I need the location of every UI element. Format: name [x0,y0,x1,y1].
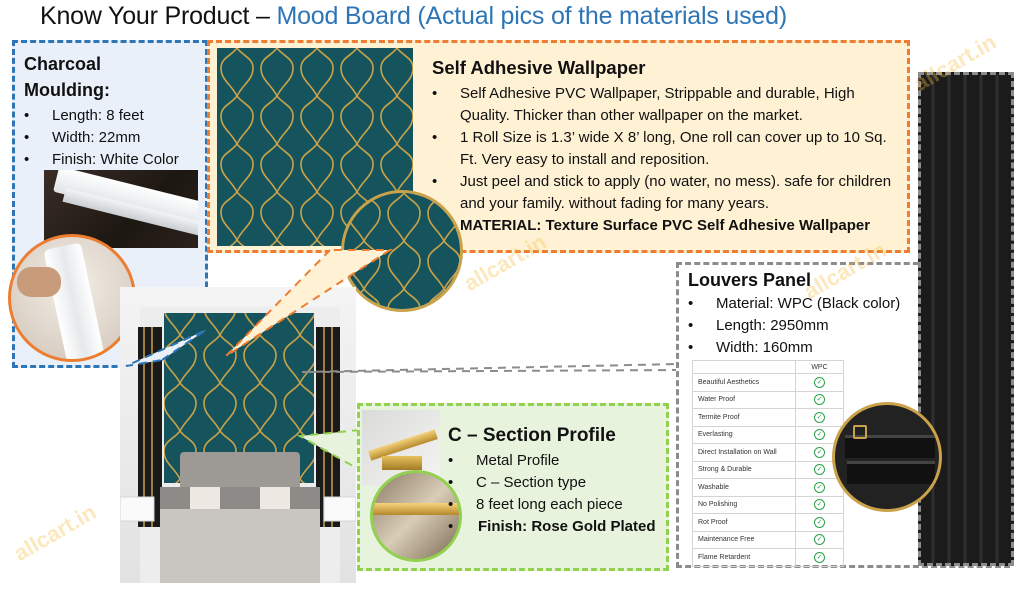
page-title: Know Your Product – Mood Board (Actual p… [40,2,787,31]
table-cell-check: ✓ [795,548,844,567]
wallpaper-material-text: MATERIAL: Texture Surface PVC Self Adhes… [460,217,871,234]
table-row: Strong & Durable ✓ [692,460,844,479]
list-item: Finish: White Color [24,149,179,171]
check-icon: ✓ [814,499,825,511]
title-main: Know Your Product – [40,2,277,30]
louvers-photo [918,72,1014,566]
moulding-closeup-circle [8,234,136,362]
check-icon: ✓ [814,376,825,388]
table-cell-feature: Strong & Durable [692,460,796,479]
table-row: Everlasting ✓ [692,425,844,444]
list-item: Material: WPC (Black color) [688,293,900,315]
list-item: Just peel and stick to apply (no water, … [432,171,902,215]
table-cell-feature: Maintenance Free [692,530,796,549]
table-cell-feature: Direct Installation on Wall [692,443,796,462]
table-row: Washable ✓ [692,478,844,497]
wallpaper-heading: Self Adhesive Wallpaper [432,57,646,78]
table-cell-feature: No Polishing [692,495,796,514]
table-cell-check: ✓ [795,530,844,549]
csection-finish-text: Finish: Rose Gold Plated [478,518,656,535]
list-item: 1 Roll Size is 1.3’ wide X 8’ long, One … [432,127,902,171]
table-row: Termite Proof ✓ [692,408,844,427]
table-cell-feature: Washable [692,478,796,497]
table-cell-feature: Beautiful Aesthetics [692,373,796,392]
louvers-heading: Louvers Panel [688,270,812,290]
table-row: Rot Proof ✓ [692,513,844,532]
table-row: No Polishing ✓ [692,495,844,514]
charcoal-heading: Charcoal Moulding: [24,51,110,103]
csection-closeup-circle [370,470,462,562]
check-icon: ✓ [814,481,825,493]
list-item: C – Section type [448,472,656,494]
charcoal-list: Length: 8 feet Width: 22mm Finish: White… [24,105,179,171]
charcoal-heading-line2: Moulding: [24,80,110,100]
louvers-list: Material: WPC (Black color) Length: 2950… [688,293,900,359]
table-cell-check: ✓ [795,373,844,392]
check-icon: ✓ [814,551,825,563]
check-icon: ✓ [814,429,825,441]
table-cell-feature: Flame Retardent [692,548,796,567]
check-icon: ✓ [814,446,825,458]
check-icon: ✓ [814,411,825,423]
check-icon: ✓ [814,394,825,406]
table-cell-check: ✓ [795,408,844,427]
table-cell-check: ✓ [795,513,844,532]
watermark: allcart.in [9,499,101,567]
table-row: Maintenance Free ✓ [692,530,844,549]
table-cell-check: ✓ [795,495,844,514]
table-cell-feature: Water Proof [692,390,796,409]
table-row: Flame Retardent ✓ [692,548,844,567]
csection-finish: Finish: Rose Gold Plated [448,516,656,538]
bedroom-render [120,287,356,583]
csection-heading: C – Section Profile [448,425,616,446]
table-row: Direct Installation on Wall ✓ [692,443,844,462]
charcoal-heading-line1: Charcoal [24,54,102,74]
wallpaper-material: MATERIAL: Texture Surface PVC Self Adhes… [432,215,902,237]
table-cell-check: ✓ [795,390,844,409]
table-cell-feature: Everlasting [692,425,796,444]
table-header-wpc: WPC [795,360,844,374]
list-item: Width: 160mm [688,337,900,359]
table-row: Water Proof ✓ [692,390,844,409]
louvers-closeup-circle [832,402,942,512]
list-item: Metal Profile [448,450,656,472]
wallpaper-list: Self Adhesive PVC Wallpaper, Strippable … [432,83,902,237]
table-cell-feature: Termite Proof [692,408,796,427]
table-row: Beautiful Aesthetics ✓ [692,373,844,392]
check-icon: ✓ [814,464,825,476]
check-icon: ✓ [814,534,825,546]
check-icon: ✓ [814,516,825,528]
csection-list: Metal Profile C – Section type 8 feet lo… [448,450,656,538]
list-item: Length: 8 feet [24,105,179,127]
list-item: Width: 22mm [24,127,179,149]
list-item: Length: 2950mm [688,315,900,337]
wpc-feature-table: WPC Beautiful Aesthetics✓Water Proof✓Ter… [692,360,844,567]
list-item: Self Adhesive PVC Wallpaper, Strippable … [432,83,902,127]
list-item: 8 feet long each piece [448,494,656,516]
table-cell-check: ✓ [795,478,844,497]
table-cell-feature: Rot Proof [692,513,796,532]
title-accent: Mood Board (Actual pics of the materials… [276,2,787,30]
